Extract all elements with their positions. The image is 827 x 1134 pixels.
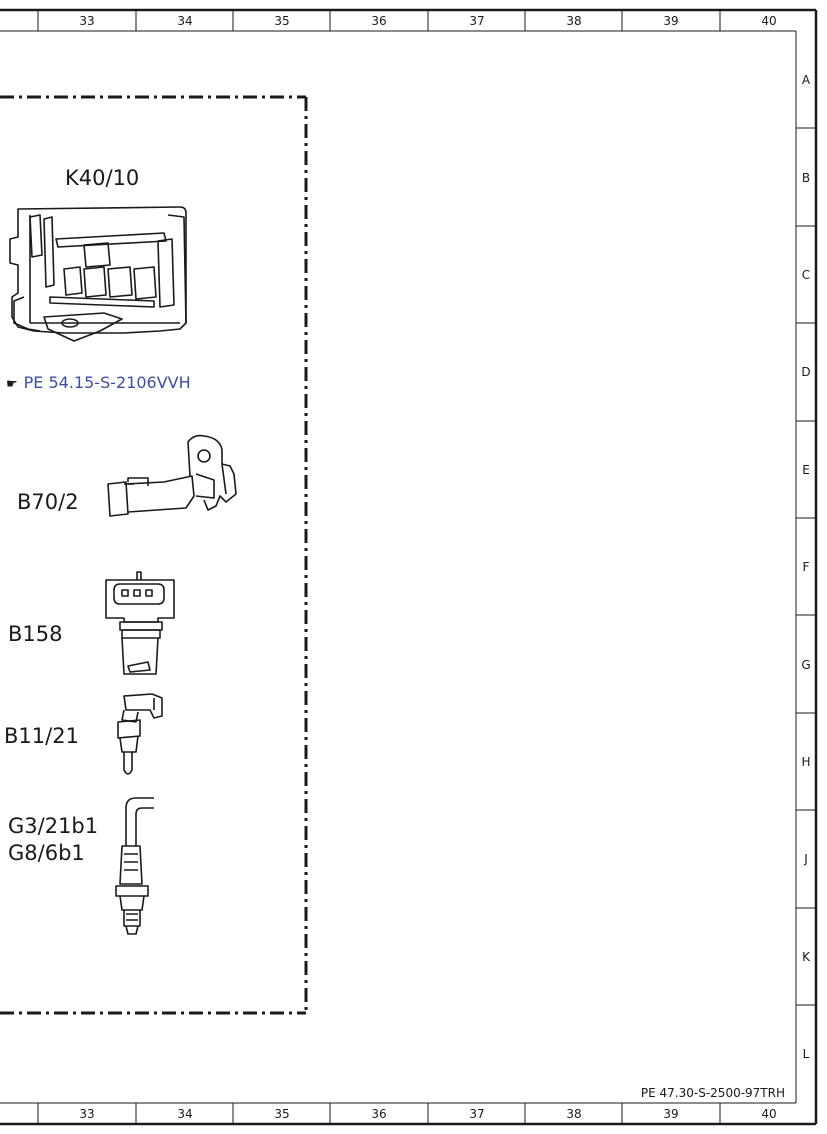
column-label-38: 38 (566, 14, 582, 28)
column-label-40-bottom: 40 (761, 1107, 777, 1121)
document-id: PE 47.30-S-2500-97TRH (640, 1086, 785, 1100)
temperature-sensor-drawing (110, 690, 170, 780)
label-g3-21b1: G3/21b1 (8, 814, 99, 838)
row-label-k: K (802, 950, 810, 964)
column-label-34-bottom: 34 (177, 1107, 193, 1121)
column-label-39-bottom: 39 (663, 1107, 679, 1121)
row-label-g: G (801, 658, 811, 672)
row-label-c: C (801, 268, 811, 282)
row-label-b: B (801, 171, 811, 185)
row-label-d: D (801, 365, 811, 379)
label-g8-6b1: G8/6b1 (8, 841, 85, 865)
column-label-36: 36 (371, 14, 387, 28)
column-label-37-bottom: 37 (469, 1107, 485, 1121)
row-label-h: H (801, 755, 811, 769)
column-label-37: 37 (469, 14, 485, 28)
row-label-e: E (802, 463, 810, 477)
fuse-relay-module-drawing (4, 205, 194, 345)
crankshaft-sensor-drawing (104, 434, 250, 524)
label-b11-21: B11/21 (4, 724, 79, 748)
label-k40-10: K40/10 (65, 166, 140, 190)
row-label-j: J (804, 852, 808, 866)
column-label-33-bottom: 33 (79, 1107, 95, 1121)
column-label-38-bottom: 38 (566, 1107, 582, 1121)
column-label-35-bottom: 35 (274, 1107, 290, 1121)
row-label-f: F (802, 560, 810, 574)
pointing-hand-icon: ☛ (6, 377, 18, 392)
column-label-33: 33 (79, 14, 95, 28)
camshaft-sensor-drawing (104, 570, 178, 680)
column-label-39: 39 (663, 14, 679, 28)
column-label-40: 40 (761, 14, 777, 28)
row-label-a: A (801, 73, 811, 87)
reference-link[interactable]: ☛ PE 54.15-S-2106VVH (6, 373, 191, 392)
oxygen-sensor-drawing (112, 794, 160, 940)
reference-link-text: PE 54.15-S-2106VVH (23, 373, 191, 392)
label-b158: B158 (8, 622, 63, 646)
column-label-34: 34 (177, 14, 193, 28)
column-label-36-bottom: 36 (371, 1107, 387, 1121)
column-label-35: 35 (274, 14, 290, 28)
label-b70-2: B70/2 (17, 490, 79, 514)
row-label-l: L (802, 1047, 810, 1061)
